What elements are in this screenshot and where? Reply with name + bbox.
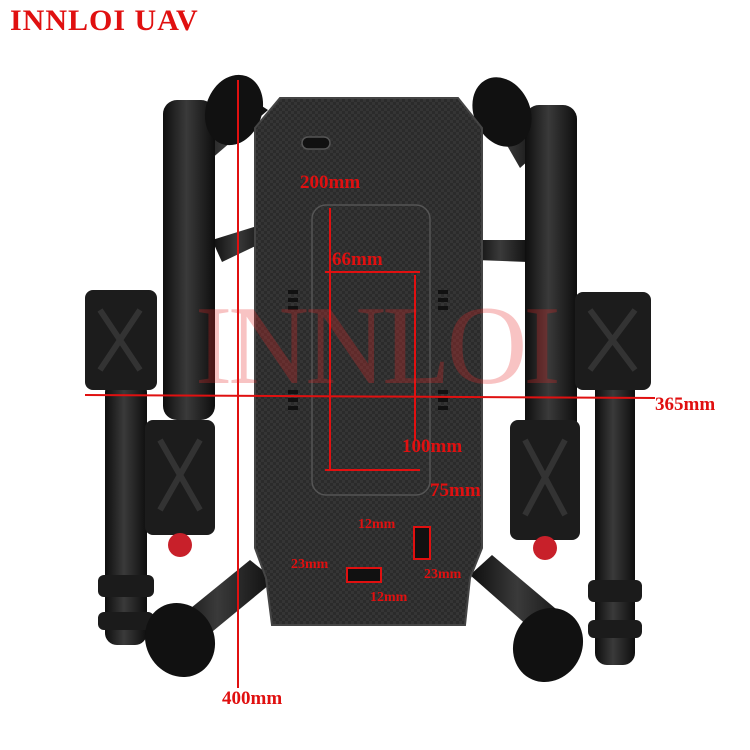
plate-cutouts (301, 136, 431, 496)
dim-hole-left: 23mm (291, 557, 329, 572)
dim-lower-offset: 75mm (430, 480, 481, 501)
dim-overall-length: 400mm (222, 688, 283, 709)
dim-top-cutout-width: 200mm (300, 172, 361, 193)
dim-hole-right: 23mm (424, 567, 462, 582)
left-landing-gear (98, 100, 215, 645)
dim-inner-height: 100mm (402, 436, 463, 457)
dim-overall-width: 365mm (655, 394, 716, 415)
plate-slots (288, 290, 448, 582)
watermark-logo: INNLOI (195, 284, 561, 408)
motor-mounts (144, 74, 584, 683)
dim-hole-bottom: 12mm (370, 590, 408, 605)
dim-inner-width: 66mm (332, 249, 383, 270)
brand-title: INNLOI UAV (10, 4, 199, 37)
gear-servo-boxes (85, 290, 651, 560)
dim-hole-top: 12mm (358, 517, 396, 532)
right-landing-gear (525, 105, 642, 665)
dimension-lines (84, 80, 656, 688)
